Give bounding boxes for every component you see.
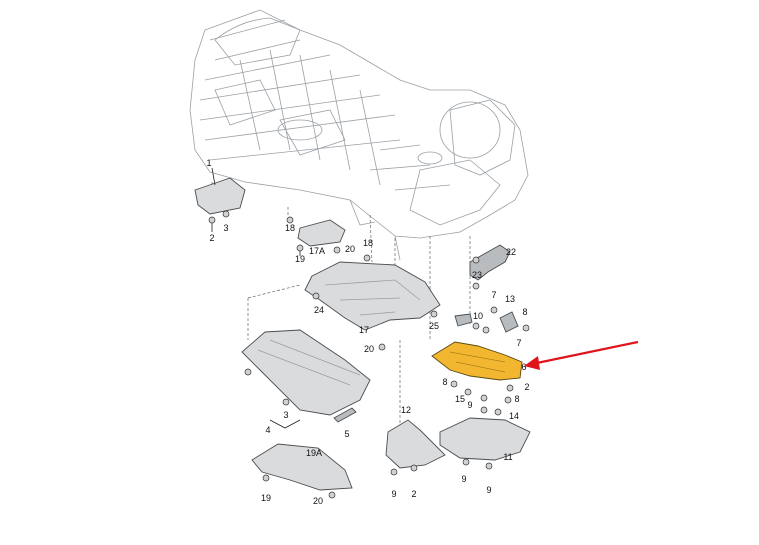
callout-c4: 4 — [265, 425, 270, 435]
part-17-center-panel — [304, 254, 441, 351]
callout-c20b: 20 — [364, 344, 374, 354]
callout-c5: 5 — [344, 429, 349, 439]
part-22-bracket — [469, 244, 511, 290]
callout-c3b: 3 — [283, 410, 288, 420]
callout-c23: 23 — [472, 270, 482, 280]
callout-c7b: 7 — [516, 338, 521, 348]
part-6-highlighted — [431, 341, 523, 381]
callout-c9a: 9 — [467, 400, 472, 410]
part-12-shield — [385, 419, 446, 476]
callout-c7a: 7 — [491, 290, 496, 300]
callout-c10: 10 — [473, 311, 483, 321]
callout-c17A: 17A — [309, 246, 325, 256]
callout-c14: 14 — [509, 411, 519, 421]
callout-c9c: 9 — [461, 474, 466, 484]
callout-c20c: 20 — [313, 496, 323, 506]
callout-c24: 24 — [314, 305, 324, 315]
part-19A-panel — [251, 443, 353, 499]
callout-c22: 22 — [506, 247, 516, 257]
callout-c13: 13 — [505, 294, 515, 304]
callout-c9b: 9 — [391, 489, 396, 499]
part-4-left-panel — [241, 329, 371, 429]
callout-c2b: 2 — [524, 382, 529, 392]
callout-c20a: 20 — [345, 244, 355, 254]
callout-c2c: 2 — [411, 489, 416, 499]
callout-c11: 11 — [503, 452, 512, 462]
part-6-screws — [450, 380, 514, 416]
callout-c2a: 2 — [209, 233, 214, 243]
part-1-bracket — [194, 167, 246, 232]
callout-c19a: 19 — [295, 254, 305, 264]
callout-c1: 1 — [206, 158, 211, 168]
callout-c9d: 9 — [486, 485, 491, 495]
callout-c15: 15 — [455, 394, 465, 404]
clip-parts — [454, 306, 530, 334]
callout-c19b: 19 — [261, 493, 271, 503]
callout-c18a: 18 — [285, 223, 295, 233]
callout-c8b: 8 — [442, 377, 447, 387]
callout-c8a: 8 — [522, 307, 527, 317]
callout-c18b: 18 — [363, 238, 373, 248]
callout-c8c: 8 — [514, 394, 519, 404]
part-5-strip — [333, 407, 357, 423]
callout-c25: 25 — [429, 321, 439, 331]
callout-c19A: 19A — [306, 448, 322, 458]
vehicle-underbody — [189, 9, 529, 261]
red-indicator-arrow — [524, 340, 639, 370]
callout-c6: 6 — [521, 362, 526, 372]
callout-c17: 17 — [359, 325, 369, 335]
callout-c3a: 3 — [223, 223, 228, 233]
part-11-panel — [439, 417, 531, 470]
callout-c12: 12 — [401, 405, 411, 415]
part-17A-cover — [286, 216, 346, 256]
